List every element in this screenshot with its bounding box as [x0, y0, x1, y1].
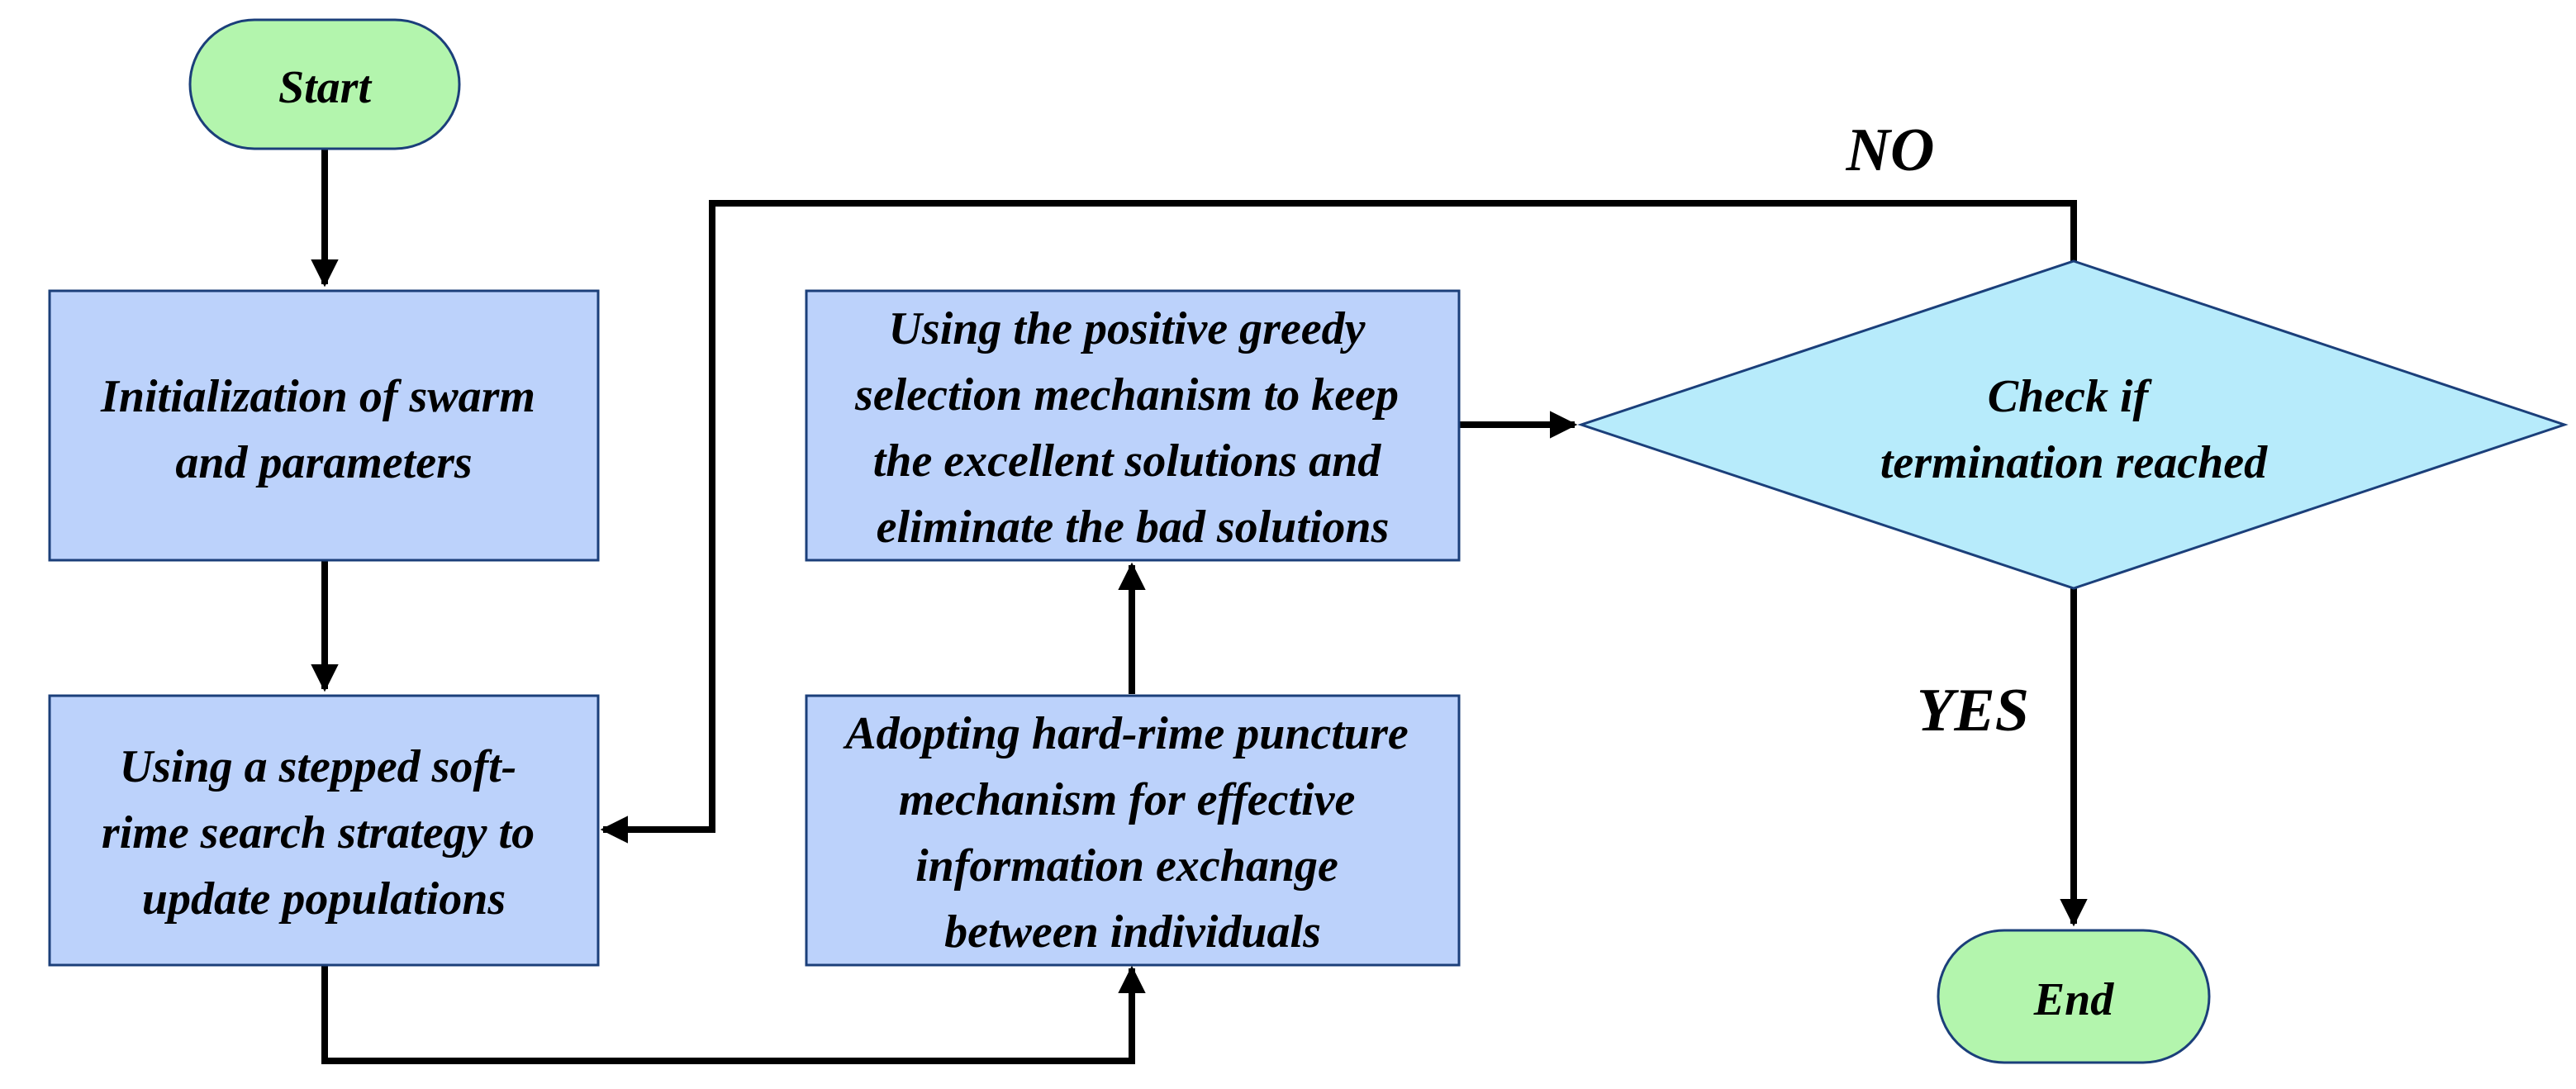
greedy-shape [805, 289, 1461, 562]
connectors [311, 149, 2088, 1064]
greedy-node: Using the positive greedy selection mech… [805, 289, 1461, 562]
init-label-line-2: and parameters [175, 437, 472, 488]
start-node: Start [188, 18, 461, 150]
init-shape [48, 289, 600, 562]
end-label: End [2033, 974, 2114, 1025]
end-shape [1937, 929, 2211, 1064]
init-label: Initialization of swarm and parameters [100, 371, 547, 488]
soft-rime-shape [48, 694, 600, 967]
check-label-line-2: termination reached [1880, 437, 2268, 488]
hard-rime-shape [805, 694, 1461, 967]
arrow-soft-rime-to-hard-rime [321, 965, 1146, 1064]
edge-label-no: NO [1846, 117, 1935, 184]
check-shape [1577, 259, 2569, 590]
hard-rime-node: Adopting hard-rime puncture mechanism fo… [805, 694, 1461, 967]
hard-rime-label-line-2: mechanism for effective [899, 774, 1356, 825]
hard-rime-label-line-3: information exchange [915, 840, 1338, 892]
check-label-line-1: Check if [1988, 371, 2153, 422]
greedy-label-line-2: selection mechanism to keep [854, 369, 1399, 421]
soft-rime-label-line-2: rime search strategy to [102, 807, 535, 858]
end-node: End [1937, 929, 2211, 1064]
start-shape [188, 18, 461, 150]
arrow-check-no-to-soft-rime [600, 200, 2077, 844]
soft-rime-label: Using a stepped soft- rime search strate… [102, 741, 546, 925]
greedy-label-line-1: Using the positive greedy [888, 303, 1366, 354]
greedy-label-line-4: eliminate the bad solutions [877, 502, 1390, 553]
start-label: Start [278, 62, 372, 113]
soft-rime-node: Using a stepped soft- rime search strate… [48, 694, 600, 967]
edge-label-yes: YES [1917, 677, 2029, 744]
soft-rime-label-line-1: Using a stepped soft- [120, 741, 517, 792]
hard-rime-label-line-1: Adopting hard-rime puncture [843, 708, 1408, 759]
greedy-label-line-3: the excellent solutions and [873, 435, 1381, 487]
hard-rime-label: Adopting hard-rime puncture mechanism fo… [843, 708, 1419, 958]
init-label-line-1: Initialization of swarm [100, 371, 535, 422]
greedy-label: Using the positive greedy selection mech… [854, 303, 1410, 553]
check-node: Check if termination reached [1577, 259, 2569, 590]
soft-rime-label-line-3: update populations [142, 873, 506, 925]
hard-rime-label-line-4: between individuals [944, 906, 1321, 958]
init-node: Initialization of swarm and parameters [48, 289, 600, 562]
check-label: Check if termination reached [1880, 371, 2268, 488]
